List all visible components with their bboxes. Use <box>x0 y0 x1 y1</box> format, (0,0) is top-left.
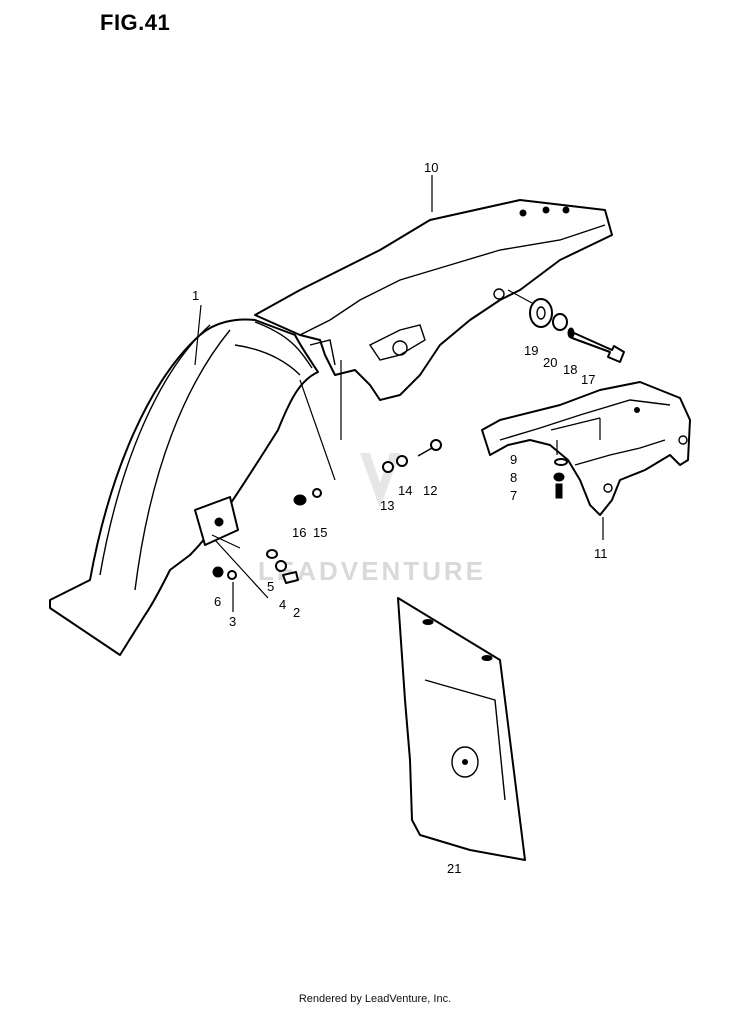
mud-flap <box>397 597 526 861</box>
figure-title: FIG.41 <box>100 10 171 35</box>
leader-lines <box>194 175 604 612</box>
callout-11: 11 <box>594 546 608 561</box>
callout-9: 9 <box>510 452 517 467</box>
callout-19: 19 <box>524 343 538 358</box>
callout-14: 14 <box>398 483 412 498</box>
callout-3: 3 <box>229 614 236 629</box>
callout-10: 10 <box>424 160 438 175</box>
callout-16: 16 <box>292 525 306 540</box>
callout-13: 13 <box>380 498 394 513</box>
callout-5: 5 <box>267 579 274 594</box>
callout-2: 2 <box>293 605 300 620</box>
callout-17: 17 <box>581 372 595 387</box>
rear-frame <box>254 199 613 401</box>
callout-18: 18 <box>563 362 577 377</box>
callout-labels: 1 2 3 4 5 6 7 8 9 10 11 12 13 14 15 16 1… <box>192 160 608 876</box>
callout-7: 7 <box>510 488 517 503</box>
callout-15: 15 <box>313 525 327 540</box>
rear-fender <box>49 318 319 656</box>
callout-20: 20 <box>543 355 557 370</box>
rear-bracket <box>481 381 691 516</box>
callout-6: 6 <box>214 594 221 609</box>
footer-credit: Rendered by LeadVenture, Inc. <box>298 993 452 1005</box>
callout-1: 1 <box>192 288 199 303</box>
callout-8: 8 <box>510 470 517 485</box>
callout-21: 21 <box>447 861 461 876</box>
callout-12: 12 <box>423 483 437 498</box>
callout-4: 4 <box>279 597 286 612</box>
hardware <box>212 298 625 584</box>
